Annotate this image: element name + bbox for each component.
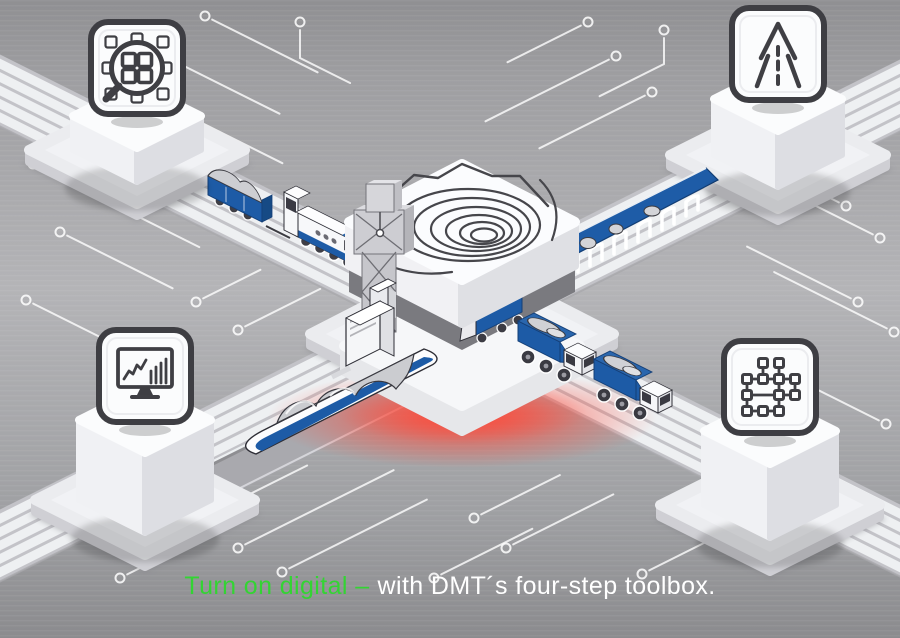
- trace-terminal: [610, 50, 622, 62]
- caption-text: with DMT´s four-step toolbox.: [377, 572, 716, 600]
- trace-terminal: [114, 572, 126, 584]
- trace-line: [66, 234, 174, 290]
- trace-terminal: [54, 226, 66, 238]
- trace-terminal: [646, 86, 658, 98]
- ship-loader: [330, 278, 397, 380]
- cube-shadow: [696, 520, 844, 568]
- trace-line: [538, 94, 646, 150]
- trace-terminal: [294, 16, 306, 28]
- bulk-carrier-ship: [245, 348, 438, 455]
- trace-terminal: [852, 296, 864, 308]
- cube-shadow: [65, 165, 209, 211]
- trace-terminal: [20, 294, 32, 306]
- station-sign-bottom-left: [99, 330, 191, 436]
- trace-terminal: [190, 296, 202, 308]
- corner-platform-cubes: [65, 63, 850, 568]
- hoist-wheel: [375, 228, 385, 238]
- trace-terminal: [232, 542, 244, 554]
- trace-line: [440, 527, 534, 576]
- mountain-outline: [370, 162, 550, 214]
- cube-shadow: [71, 515, 219, 563]
- trace-line: [244, 287, 322, 328]
- trace-line: [506, 24, 582, 64]
- trace-terminal: [658, 24, 670, 36]
- trace-line: [211, 18, 319, 74]
- trace-line: [746, 245, 852, 300]
- trace-line: [598, 37, 665, 98]
- open-pit-spiral: [394, 187, 542, 263]
- trace-terminal: [888, 326, 900, 338]
- trace-terminal: [582, 16, 594, 28]
- magnifier-grid-icon: [101, 32, 173, 104]
- caption: Turn on digital –with DMT´s four-step to…: [0, 572, 900, 601]
- cube-shadow: [706, 170, 850, 216]
- central-hub: [339, 159, 585, 436]
- trace-line: [32, 302, 113, 344]
- trace-line: [202, 268, 262, 300]
- station-sign-bottom-right: [724, 341, 816, 447]
- trace-terminal: [500, 542, 512, 554]
- conveyor-rocks: [579, 205, 661, 249]
- trace-line: [288, 498, 428, 570]
- road-arrow-icon: [754, 21, 802, 89]
- caption-highlight: Turn on digital –: [184, 572, 370, 600]
- trace-terminal: [874, 232, 886, 244]
- station-sign-top-left: [91, 22, 183, 128]
- trace-terminal: [468, 512, 480, 524]
- trace-terminal: [199, 10, 211, 22]
- trace-terminal: [840, 200, 852, 212]
- trace-line: [484, 58, 610, 123]
- trace-terminal: [232, 324, 244, 336]
- trace-line: [244, 469, 395, 546]
- trace-terminal: [276, 566, 288, 578]
- trace-terminal: [636, 568, 648, 580]
- trace-line: [299, 29, 352, 84]
- trace-line: [480, 474, 561, 516]
- station-sign-top-right: [732, 8, 824, 114]
- trace-line: [773, 271, 888, 330]
- trace-terminal: [880, 418, 892, 430]
- network-nodes-icon: [741, 357, 801, 417]
- trace-terminal: [428, 572, 440, 584]
- monitor-chart-icon: [116, 347, 174, 399]
- trace-line: [512, 493, 615, 546]
- loader-chute: [330, 365, 352, 380]
